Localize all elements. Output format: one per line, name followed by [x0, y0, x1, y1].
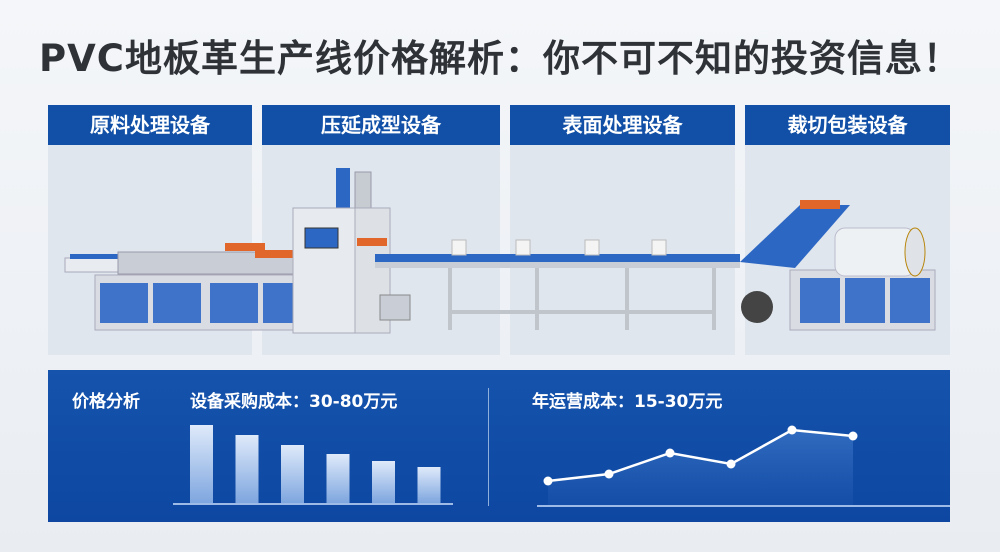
bar	[372, 461, 395, 503]
conveyor-rollers	[375, 239, 740, 330]
divider	[488, 388, 489, 506]
line-series	[547, 428, 854, 483]
line-point	[604, 469, 614, 479]
bar	[417, 467, 441, 503]
calender-press-machine	[292, 168, 411, 334]
section-header-raw-material: 原料处理设备	[48, 105, 252, 145]
line-area	[548, 430, 853, 505]
panel-surface-treatment	[510, 145, 735, 355]
line-point	[726, 459, 736, 469]
cutting-packaging-machine	[740, 200, 936, 331]
operating-cost-label: 年运营成本：15-30万元	[532, 392, 723, 412]
line-point	[665, 448, 675, 458]
bar	[281, 445, 304, 503]
price-analysis-heading: 价格分析	[72, 392, 140, 412]
bar-chart-baseline	[173, 503, 453, 505]
line-point	[787, 425, 797, 435]
raw-material-machine	[64, 243, 296, 331]
line-point	[543, 476, 553, 486]
section-header-surface-treatment: 表面处理设备	[510, 105, 735, 145]
equipment-cost-label: 设备采购成本：30-80万元	[190, 392, 398, 412]
section-header-cutting-packaging: 裁切包装设备	[745, 105, 950, 145]
section-header-calendering: 压延成型设备	[262, 105, 500, 145]
bar	[190, 425, 213, 503]
bar	[326, 454, 350, 503]
bar	[235, 435, 259, 503]
page-title: PVC地板革生产线价格解析：你不可不知的投资信息！	[39, 37, 961, 80]
line-point	[848, 431, 858, 441]
line-chart-baseline	[537, 505, 950, 507]
